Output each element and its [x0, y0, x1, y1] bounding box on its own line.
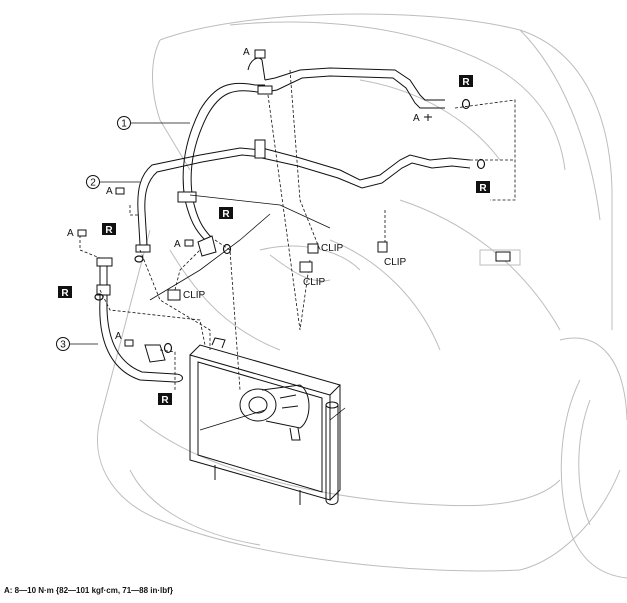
callout-2-label: 2 [90, 178, 96, 189]
torque-label-a: A [106, 186, 113, 197]
svg-text:R: R [222, 209, 230, 220]
solid-leader-lines [149, 194, 346, 431]
svg-text:R: R [479, 183, 487, 194]
svg-text:R: R [61, 288, 69, 299]
r-marker: R [102, 223, 116, 236]
torque-label-a: A [413, 113, 420, 124]
clip-icons [167, 241, 511, 301]
torque-specification-note: A: 8—10 N·m {82—101 kgf·cm, 71—88 in·lbf… [4, 586, 173, 595]
clip-label: CLIP [183, 290, 206, 301]
pipe-2 [135, 139, 471, 253]
torque-label-a: A [243, 47, 250, 58]
clip-label: CLIP [384, 257, 407, 268]
r-marker: R [476, 181, 490, 194]
clip-label: CLIP [303, 277, 326, 288]
pipe-1 [177, 57, 445, 257]
r-marker: R [58, 286, 72, 299]
leader-lines [79, 69, 516, 391]
pipe-3 [96, 257, 183, 383]
callout-3: 3 [56, 337, 98, 351]
bolt-icons [77, 49, 432, 347]
r-marker: R [158, 393, 172, 406]
r-marker: R [219, 207, 233, 220]
torque-label-a: A [174, 239, 181, 250]
receiver-drier [325, 401, 339, 505]
r-marker: R [459, 75, 473, 88]
torque-label-a: A [115, 331, 122, 342]
svg-text:R: R [161, 395, 169, 406]
callout-1: 1 [117, 116, 190, 130]
clip-label: CLIP [321, 243, 344, 254]
callout-3-label: 3 [60, 340, 66, 351]
torque-label-a: A [67, 228, 74, 239]
o-ring-icons [94, 98, 486, 354]
svg-text:R: R [462, 77, 470, 88]
condenser [189, 337, 341, 505]
ac-compressor [239, 384, 310, 441]
callout-2: 2 [86, 175, 140, 189]
svg-text:R: R [105, 225, 113, 236]
callout-1-label: 1 [121, 119, 127, 130]
